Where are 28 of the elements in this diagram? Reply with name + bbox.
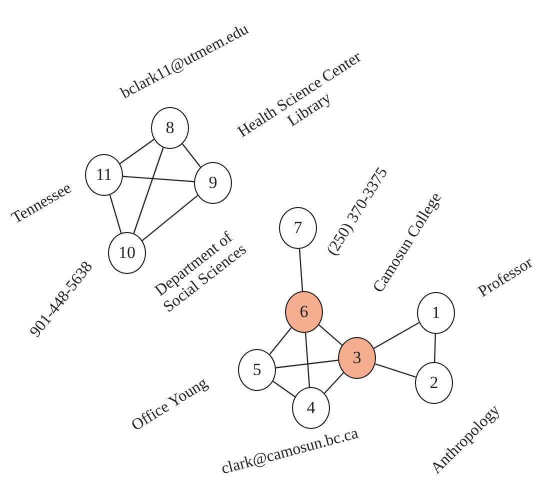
connector-line — [304, 332, 310, 388]
graph-node: 1 — [417, 292, 455, 334]
connector-line — [122, 176, 194, 182]
connector-line — [298, 248, 304, 292]
connector-line — [120, 138, 154, 164]
graph-node: 4 — [292, 387, 330, 429]
connector-line — [269, 327, 292, 355]
graph-node: 9 — [194, 162, 232, 204]
connector-line — [324, 372, 344, 394]
connector-line — [109, 194, 122, 234]
graph-node: 10 — [108, 232, 146, 274]
graph-node: 2 — [415, 362, 453, 404]
graph-node: 5 — [238, 349, 276, 391]
connector-line — [142, 194, 198, 242]
graph-node: 11 — [85, 154, 123, 196]
graph-node: 6 — [285, 291, 323, 333]
connector-line — [182, 144, 202, 168]
connector-line — [272, 380, 296, 398]
graph-node: 8 — [151, 107, 189, 149]
node-annotation: Office Young — [128, 374, 212, 436]
connector-line — [434, 334, 436, 362]
graph-node: 3 — [338, 337, 376, 379]
connector-line — [374, 322, 420, 349]
connector-line — [133, 147, 164, 234]
graph-node: 7 — [279, 207, 317, 249]
connector-line — [375, 363, 416, 378]
connector-line — [318, 324, 342, 346]
connector-line — [276, 360, 338, 368]
